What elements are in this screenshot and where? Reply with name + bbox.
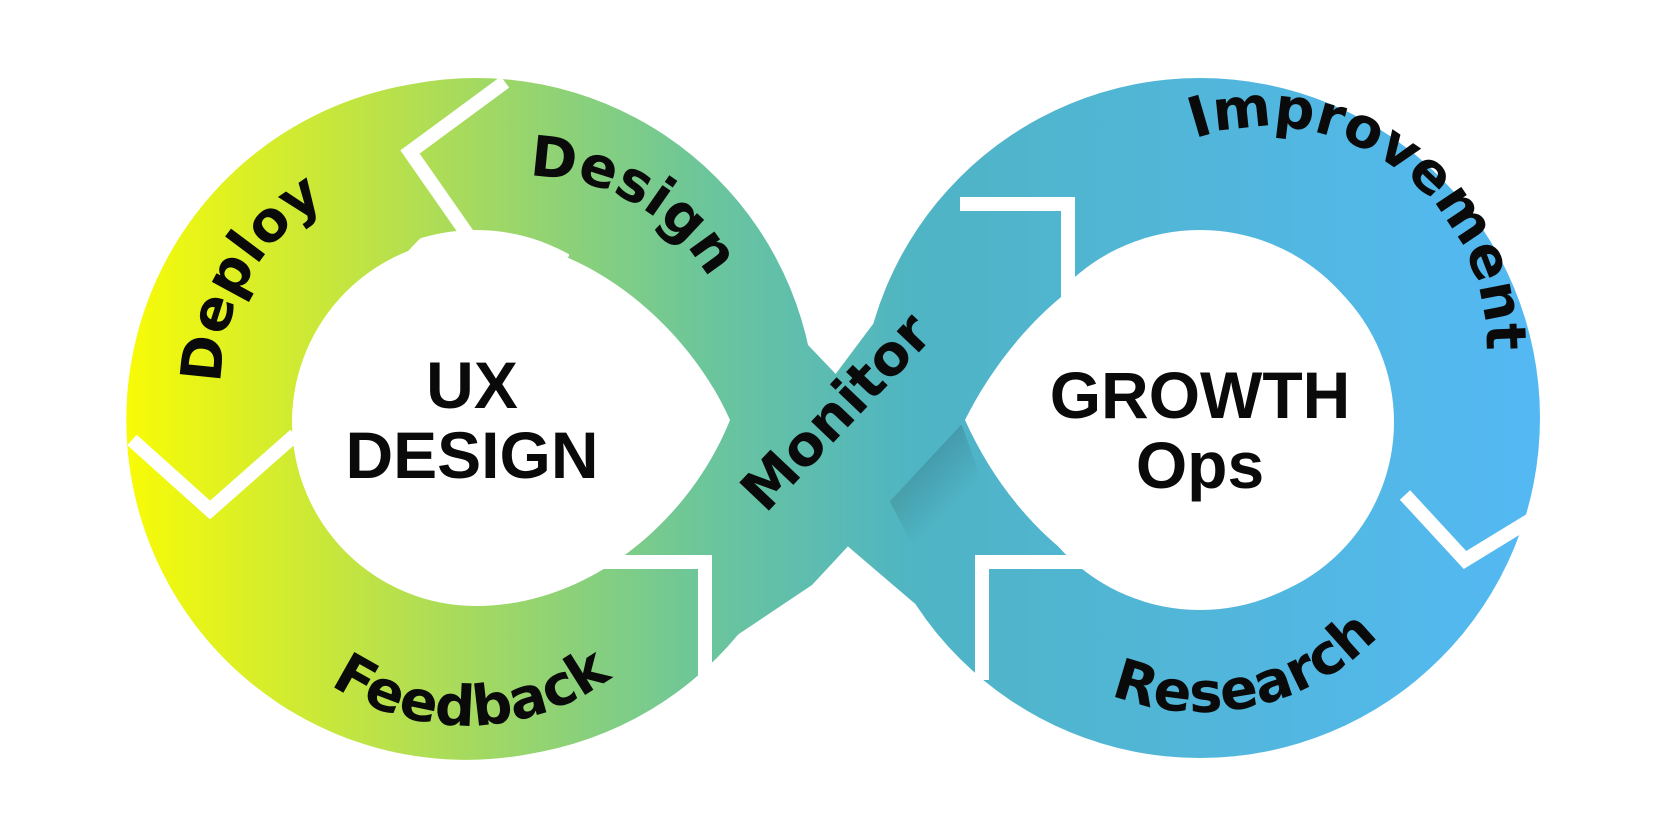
crossing-band-upper xyxy=(700,208,1068,660)
separator-right xyxy=(1399,490,1559,569)
left-center-title-line1: UX xyxy=(426,348,518,422)
right-center-title-line1: GROWTH xyxy=(1050,358,1351,432)
separator-bottom-left xyxy=(588,555,712,680)
separator-bottom-right xyxy=(975,555,1088,680)
separator-left xyxy=(127,429,300,520)
separator-top-left xyxy=(400,76,510,243)
right-center-title-line2: Ops xyxy=(1136,428,1264,502)
right-inner-circle xyxy=(965,238,1394,606)
left-center-title-line2: DESIGN xyxy=(345,418,598,492)
left-inner-circle xyxy=(292,238,730,606)
separator-top-center xyxy=(960,197,1075,300)
